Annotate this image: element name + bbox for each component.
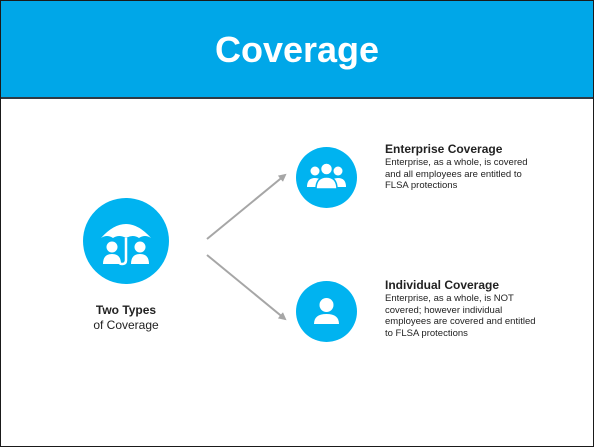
individual-coverage-card: Individual Coverage Enterprise, as a who… xyxy=(385,278,545,339)
main-label: Two Types of Coverage xyxy=(61,303,191,333)
enterprise-coverage-card: Enterprise Coverage Enterprise, as a who… xyxy=(385,142,545,192)
group-people-icon xyxy=(296,147,357,208)
slide-title: Coverage xyxy=(214,29,380,70)
enterprise-coverage-text: Enterprise, as a whole, is covered and a… xyxy=(385,157,528,191)
individual-coverage-text: Enterprise, as a whole, is NOT covered; … xyxy=(385,293,536,339)
umbrella-people-icon xyxy=(83,198,169,284)
main-label-rest: of Coverage xyxy=(93,318,159,332)
individual-coverage-title: Individual Coverage xyxy=(385,278,500,292)
arrow-to-enterprise xyxy=(206,173,287,240)
single-person-icon xyxy=(296,281,357,342)
main-label-bold: Two Types xyxy=(95,303,157,317)
arrow-to-individual xyxy=(206,254,287,321)
enterprise-coverage-title: Enterprise Coverage xyxy=(385,142,503,156)
title-divider xyxy=(1,97,593,99)
title-bar xyxy=(1,1,593,97)
